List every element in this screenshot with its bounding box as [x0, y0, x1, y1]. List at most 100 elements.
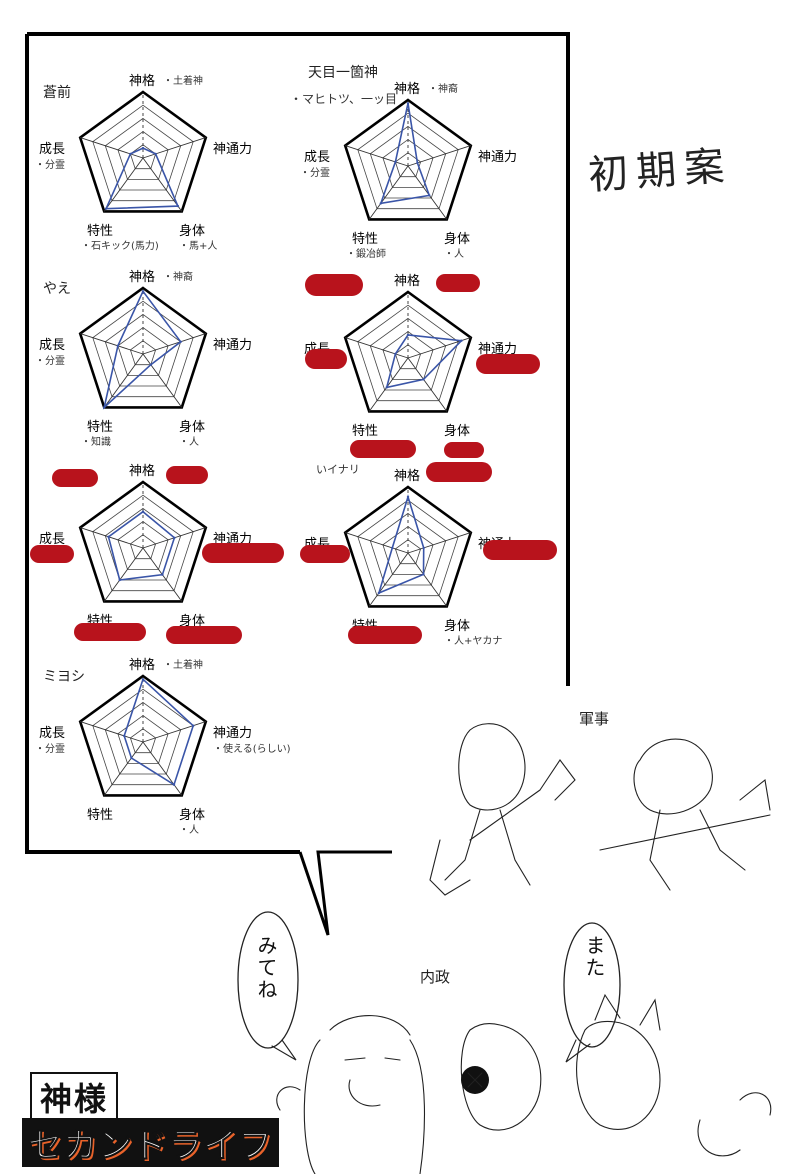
radar-value-point [385, 386, 388, 389]
axis-note-left: ・分霊 [35, 744, 65, 755]
radar-ring [117, 521, 169, 570]
axis-note-top: ・土着神 [163, 76, 203, 87]
figure-cloth [429, 839, 471, 896]
radar-ring [92, 104, 194, 202]
bubble-text-left: みてね [254, 935, 278, 1001]
radar-spoke [80, 527, 144, 549]
radar-spoke [142, 353, 183, 408]
redaction-mark [426, 462, 492, 482]
radar-ring [382, 139, 434, 188]
radar-value-point [129, 152, 132, 156]
radar-value-point [149, 363, 152, 366]
axis-label-left: 成長 [39, 532, 66, 547]
axis-label-top: 神格 [129, 74, 156, 89]
radar-value-point [176, 204, 180, 208]
radar-ring [343, 485, 473, 608]
axis-note-top: ・神裔 [428, 84, 458, 95]
radar-spoke [368, 552, 409, 607]
character-name: 蒼前 [43, 85, 71, 101]
redaction-mark [483, 540, 557, 560]
axis-label-right: 神通力 [478, 342, 518, 357]
radar-ring [394, 344, 422, 370]
radar-ring [117, 327, 169, 376]
axis-label-left: 成長 [39, 142, 66, 157]
redaction-mark [444, 442, 484, 458]
redaction-mark [166, 626, 242, 644]
radar-value-point [130, 756, 133, 760]
radar-spoke [142, 721, 206, 743]
axis-label-bottom-right: 身体 [179, 224, 206, 239]
radar-spoke [407, 532, 471, 554]
radar-value-point [141, 146, 145, 150]
radar-ring [129, 534, 157, 560]
figure-left-face [344, 1057, 401, 1107]
radar-value-point [394, 352, 397, 356]
speech-bubble-right [563, 922, 621, 1048]
radar-value-point [394, 160, 397, 164]
radar-value-point [422, 546, 425, 550]
speech-bubble-left [237, 911, 299, 1049]
radar-spoke [368, 165, 409, 220]
radar-ring [92, 688, 194, 786]
radar-value-point [123, 734, 126, 738]
axis-label-top: 神格 [394, 469, 421, 484]
radar-ring [394, 152, 422, 178]
axis-note-left: ・分霊 [300, 168, 330, 179]
radar-ring [129, 728, 157, 754]
axis-note-bottom-right: ・人 [444, 249, 464, 260]
axis-label-bottom-right: 身体 [444, 232, 471, 247]
speech-tail [298, 850, 392, 936]
radar-ring [369, 125, 447, 199]
radar-spoke [142, 157, 183, 212]
radar-spoke [142, 741, 183, 796]
radar-ring [78, 286, 208, 409]
sheet-frame-top-right [27, 32, 570, 686]
radar-value-point [172, 783, 176, 786]
axis-note-bottom-right: ・人+ヤカナ [444, 636, 503, 647]
radar-value-polygon [379, 103, 431, 205]
redaction-mark [476, 354, 540, 374]
sheet-frame-left-bottom [25, 34, 300, 854]
side-note-initial-draft: 初期案 [586, 143, 734, 199]
radar-spoke [345, 337, 409, 359]
redaction-mark [305, 349, 347, 369]
radar-spoke [103, 353, 144, 408]
radar-value-point [104, 207, 108, 210]
radar-value-point [391, 546, 394, 550]
bubble-tail [271, 1039, 297, 1061]
axis-label-bottom-left: 特性 [87, 224, 114, 239]
radar-value-point [428, 194, 431, 197]
radar-spoke [103, 157, 144, 212]
radar-value-point [406, 495, 410, 499]
radar-value-polygon [104, 147, 180, 210]
figure-center-head [460, 1023, 542, 1131]
character-name: ミヨシ [43, 669, 85, 685]
radar-spoke [80, 137, 144, 159]
axis-note-left: ・分霊 [35, 160, 65, 171]
radar-value-polygon [102, 289, 182, 410]
radar-ring [78, 480, 208, 603]
radar-value-point [103, 406, 106, 409]
radar-ring [343, 98, 473, 221]
radar-ring [382, 526, 434, 575]
axis-label-bottom-left: 特性 [87, 420, 114, 435]
axis-note-top: ・神裔 [163, 272, 193, 283]
redaction-mark [52, 469, 98, 487]
redaction-mark [74, 623, 146, 641]
radar-value-point [460, 339, 463, 342]
radar-value-point [422, 378, 425, 381]
axis-label-bottom-right: 身体 [179, 614, 206, 629]
axis-label-right: 神通力 [213, 726, 253, 741]
axis-label-left: 成長 [39, 726, 66, 741]
figure-head [458, 723, 526, 811]
character-name: 天目一箇神 [308, 65, 378, 81]
axis-label-bottom-right: 身体 [444, 424, 471, 439]
figure-left-hair [303, 1015, 425, 1174]
axis-label-bottom-left: 特性 [87, 808, 114, 823]
axis-label-top: 神格 [129, 464, 156, 479]
radar-spoke [80, 333, 144, 355]
redaction-mark [350, 440, 416, 458]
character-note: いイナリ [316, 463, 360, 476]
figure-right-head [576, 993, 661, 1130]
axis-label-bottom-left: 特性 [352, 424, 379, 439]
